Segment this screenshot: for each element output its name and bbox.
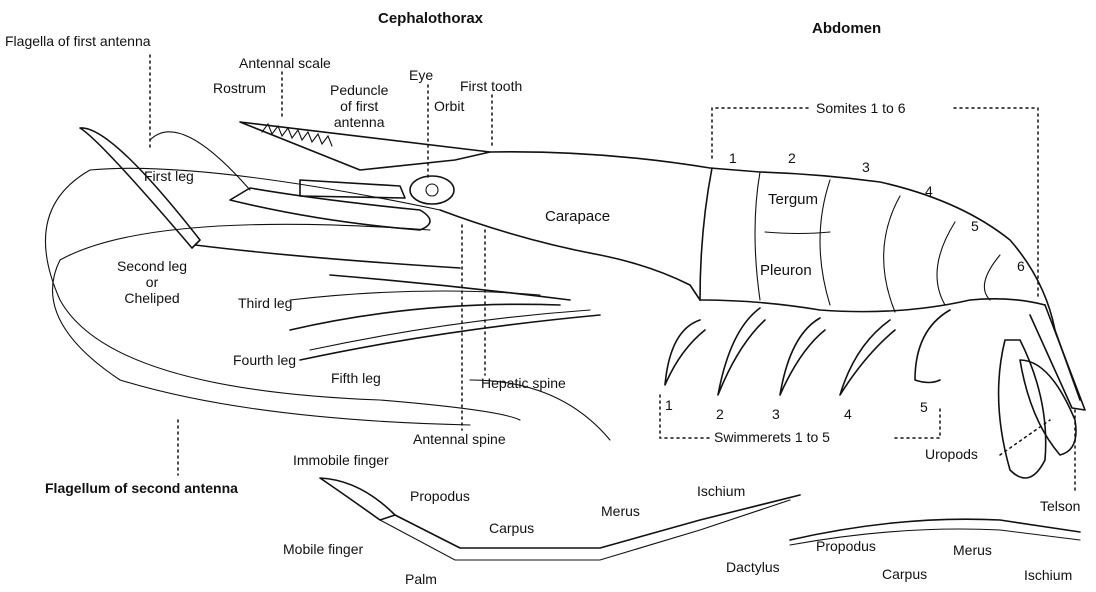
label-propodus-walking: Propodus [816, 538, 876, 554]
swimmeret-4 [840, 320, 895, 395]
swimmeret-number-1: 1 [665, 397, 673, 413]
swimmeret-1 [665, 320, 705, 385]
label-hepatic-spine: Hepatic spine [481, 375, 566, 391]
segment-line-5 [984, 255, 1000, 300]
peduncle-shape [300, 180, 405, 198]
eye-pupil [426, 184, 438, 196]
somite-number-6: 6 [1017, 258, 1025, 274]
swimmeret-number-4: 4 [844, 406, 852, 422]
label-somites: Somites 1 to 6 [816, 100, 906, 116]
label-first-tooth: First tooth [460, 78, 522, 94]
fifth-leg-shape [300, 315, 600, 360]
label-first-leg: First leg [144, 168, 194, 184]
abdomen-ventral [700, 299, 1045, 312]
swimmeret-number-3: 3 [772, 406, 780, 422]
label-second-leg: Second leg or Cheliped [117, 258, 187, 306]
label-carpus-walking: Carpus [882, 566, 927, 582]
telson-shape [1030, 305, 1085, 410]
somite-number-4: 4 [925, 183, 933, 199]
uropod-2 [1020, 360, 1076, 455]
third-leg-shape [330, 275, 570, 300]
eye-shape [410, 176, 454, 204]
label-flagella-first-antenna: Flagella of first antenna [5, 33, 151, 49]
label-fifth-leg: Fifth leg [331, 370, 381, 386]
cheliped-claw [320, 478, 395, 520]
label-swimmerets: Swimmerets 1 to 5 [714, 429, 830, 445]
label-immobile-finger: Immobile finger [293, 452, 389, 468]
carapace-rear [700, 168, 712, 300]
segment-line-4 [937, 222, 955, 305]
label-carpus-cheliped: Carpus [489, 520, 534, 536]
label-peduncle-first-antenna: Peduncle of first antenna [330, 82, 388, 130]
label-eye: Eye [409, 67, 433, 83]
somite-number-2: 2 [788, 150, 796, 166]
first-leg-claw [80, 128, 200, 248]
cephalothorax-heading: Cephalothorax [378, 10, 483, 27]
label-telson: Telson [1040, 498, 1080, 514]
somite-number-1: 1 [729, 150, 737, 166]
label-fourth-leg: Fourth leg [233, 352, 296, 368]
label-uropods: Uropods [925, 446, 978, 462]
somite-number-5: 5 [971, 218, 979, 234]
segment-line-3 [884, 196, 900, 312]
somite-number-3: 3 [862, 159, 870, 175]
flagellum-2 [53, 224, 471, 425]
swimmeret-number-5: 5 [920, 399, 928, 415]
label-antennal-spine: Antennal spine [413, 431, 506, 447]
cheliped-arm-lower [380, 500, 790, 560]
first-leg [195, 245, 460, 268]
segment-line-2 [820, 180, 830, 305]
label-mobile-finger: Mobile finger [283, 541, 363, 557]
abdomen-heading: Abdomen [812, 20, 881, 37]
label-palm: Palm [405, 571, 437, 587]
label-merus-cheliped: Merus [601, 503, 640, 519]
leg-detail-1 [290, 291, 540, 300]
label-merus-walking: Merus [953, 542, 992, 558]
label-antennal-scale: Antennal scale [239, 55, 331, 71]
swimmeret-3 [780, 318, 825, 395]
label-flagellum-second-antenna: Flagellum of second antenna [45, 480, 238, 496]
swimmeret-2 [718, 308, 765, 395]
antennal-scale-shape [230, 188, 430, 230]
leg-detail-2 [310, 310, 590, 350]
fourth-leg-shape [290, 304, 560, 330]
segment-line-1 [755, 172, 760, 300]
label-tergum: Tergum [768, 191, 818, 208]
label-carapace: Carapace [545, 208, 610, 225]
label-ischium-walking: Ischium [1024, 567, 1072, 583]
label-propodus-cheliped: Propodus [410, 488, 470, 504]
label-dactylus: Dactylus [726, 559, 780, 575]
label-third-leg: Third leg [238, 295, 292, 311]
swimmeret-5 [915, 310, 950, 383]
leader-uropods [1000, 420, 1050, 455]
label-orbit: Orbit [434, 98, 464, 114]
label-ischium-cheliped: Ischium [697, 483, 745, 499]
label-pleuron: Pleuron [760, 262, 812, 279]
swimmeret-number-2: 2 [716, 406, 724, 422]
label-rostrum: Rostrum [213, 80, 266, 96]
